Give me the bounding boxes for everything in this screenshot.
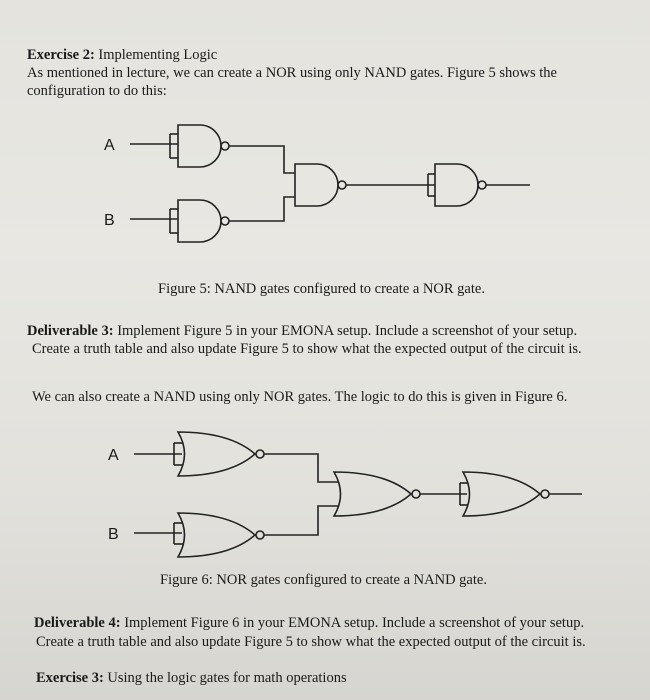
exercise-2-text-line-2: configuration to do this: — [27, 83, 167, 99]
exercise-2-title: Implementing Logic — [98, 47, 218, 63]
figure-5-diagram: A B — [104, 124, 530, 243]
wire-g1-g3 — [229, 145, 295, 174]
nor-gate-2 — [176, 512, 257, 558]
deliverable-4-label: Deliverable 4: — [34, 615, 121, 631]
nor-gate-2-bubble — [255, 530, 265, 540]
deliverable-3-line-1: Deliverable 3: Implement Figure 5 in you… — [27, 323, 577, 340]
nor-gate-3 — [332, 471, 413, 517]
nand-gate-3-bubble — [337, 180, 347, 190]
exercise-3-label: Exercise 3: — [36, 670, 104, 686]
nand-gate-2-bubble — [220, 216, 230, 226]
figure-6-input-a-label: A — [108, 447, 119, 464]
wire-g2-g3 — [229, 196, 295, 222]
nand-gate-2 — [177, 199, 222, 243]
exercise-3-heading: Exercise 3: Using the logic gates for ma… — [36, 670, 347, 687]
deliverable-4-line-1: Deliverable 4: Implement Figure 6 in you… — [34, 615, 584, 632]
figure-5-caption: Figure 5: NAND gates configured to creat… — [158, 281, 485, 297]
exercise-3-title: Using the logic gates for math operation… — [107, 670, 347, 686]
figure-5-input-a-label: A — [104, 137, 115, 154]
figure-6-diagram: A B — [108, 431, 582, 558]
deliverable-3-text: Implement Figure 5 in your EMONA setup. … — [117, 323, 578, 339]
nand-gate-1 — [177, 124, 222, 168]
deliverable-4-line-2: Create a truth table and also update Fig… — [36, 634, 586, 650]
nand-intro-text: We can also create a NAND using only NOR… — [32, 389, 568, 405]
exercise-2-heading: Exercise 2: Implementing Logic — [27, 47, 217, 64]
deliverable-3-line-2: Create a truth table and also update Fig… — [32, 341, 582, 357]
nand-gate-4-bubble — [477, 180, 487, 190]
wire-g1-g3 — [264, 453, 339, 483]
nor-gate-1-bubble — [255, 449, 265, 459]
exercise-2-label: Exercise 2: — [27, 47, 95, 63]
figure-6-caption: Figure 6: NOR gates configured to create… — [160, 572, 487, 588]
deliverable-3-label: Deliverable 3: — [27, 323, 114, 339]
nor-gate-3-bubble — [411, 489, 421, 499]
figure-5-input-b-label: B — [104, 212, 115, 229]
nor-gate-4-bubble — [540, 489, 550, 499]
nor-gate-1 — [176, 431, 257, 477]
exercise-2-text-line-1: As mentioned in lecture, we can create a… — [27, 65, 557, 81]
wire-g2-g3 — [264, 505, 339, 536]
nor-gate-4 — [461, 471, 542, 517]
nand-gate-1-bubble — [220, 141, 230, 151]
nand-gate-3 — [294, 163, 339, 207]
nand-gate-4 — [434, 163, 479, 207]
figure-6-input-b-label: B — [108, 526, 119, 543]
figure-6-circuit — [134, 431, 582, 558]
deliverable-4-text: Implement Figure 6 in your EMONA setup. … — [124, 615, 585, 631]
figure-5-circuit — [130, 124, 530, 243]
